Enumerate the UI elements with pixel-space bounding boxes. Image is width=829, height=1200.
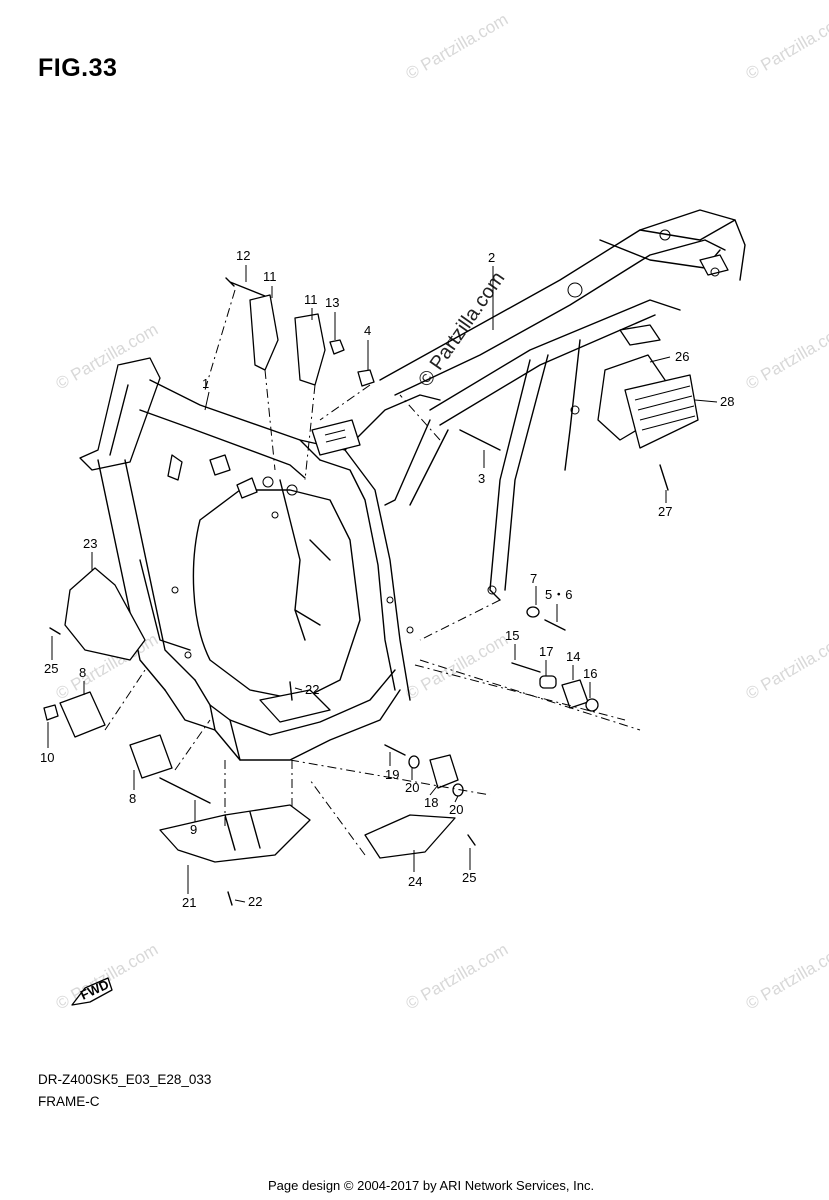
figure-title: FIG.33: [38, 54, 118, 82]
small-parts: [43, 277, 699, 906]
callout-28: 28: [720, 394, 734, 409]
callout-20a: 20: [405, 780, 419, 795]
page-footer: Page design © 2004-2017 by ARI Network S…: [268, 1178, 595, 1193]
callout-23: 23: [83, 536, 97, 551]
callout-16: 16: [583, 666, 597, 681]
section-name: FRAME-C: [38, 1094, 100, 1109]
callout-26: 26: [675, 349, 689, 364]
callout-4: 4: [364, 323, 371, 338]
callout-3: 3: [478, 471, 485, 486]
watermark-layer: © Partzilla.com © Partzilla.com © Partzi…: [53, 10, 829, 1014]
callout-20b: 20: [449, 802, 463, 817]
callout-labels: 1 2 3 4 5・6 7 8 8 9 10 11 11 12 13 14 15…: [40, 248, 734, 910]
callout-8a: 8: [79, 665, 86, 680]
callout-11a: 11: [263, 269, 277, 284]
callout-25a: 25: [44, 661, 58, 676]
watermark-large: © Partzilla.com: [414, 268, 509, 391]
watermark: © Partzilla.com: [403, 10, 512, 84]
callout-9: 9: [190, 822, 197, 837]
watermark: © Partzilla.com: [743, 630, 829, 704]
callout-18: 18: [424, 795, 438, 810]
callout-27: 27: [658, 504, 672, 519]
watermark: © Partzilla.com: [743, 320, 829, 394]
rear-subframe: [379, 209, 746, 601]
callout-22a: 22: [305, 682, 319, 697]
callout-7: 7: [530, 571, 537, 586]
callout-14: 14: [566, 649, 580, 664]
callout-19: 19: [385, 767, 399, 782]
main-frame: [79, 357, 441, 761]
callout-22b: 22: [248, 894, 262, 909]
model-code: DR-Z400SK5_E03_E28_033: [38, 1072, 212, 1087]
watermark: © Partzilla.com: [53, 940, 162, 1014]
callout-5-6: 5・6: [545, 587, 572, 602]
callout-12: 12: [236, 248, 250, 263]
callout-leaders: [47, 265, 718, 903]
watermark: © Partzilla.com: [743, 10, 829, 84]
callout-10: 10: [40, 750, 54, 765]
callout-13: 13: [325, 295, 339, 310]
callout-25b: 25: [462, 870, 476, 885]
leader-lines: [104, 289, 641, 856]
callout-8b: 8: [129, 791, 136, 806]
callout-2: 2: [488, 250, 495, 265]
callout-11b: 11: [304, 292, 318, 307]
callout-17: 17: [539, 644, 553, 659]
callout-21: 21: [182, 895, 196, 910]
watermark: © Partzilla.com: [403, 940, 512, 1014]
watermark: © Partzilla.com: [403, 630, 512, 704]
callout-15: 15: [505, 628, 519, 643]
watermark: © Partzilla.com: [743, 940, 829, 1014]
callout-24: 24: [408, 874, 422, 889]
callout-1: 1: [202, 376, 209, 391]
